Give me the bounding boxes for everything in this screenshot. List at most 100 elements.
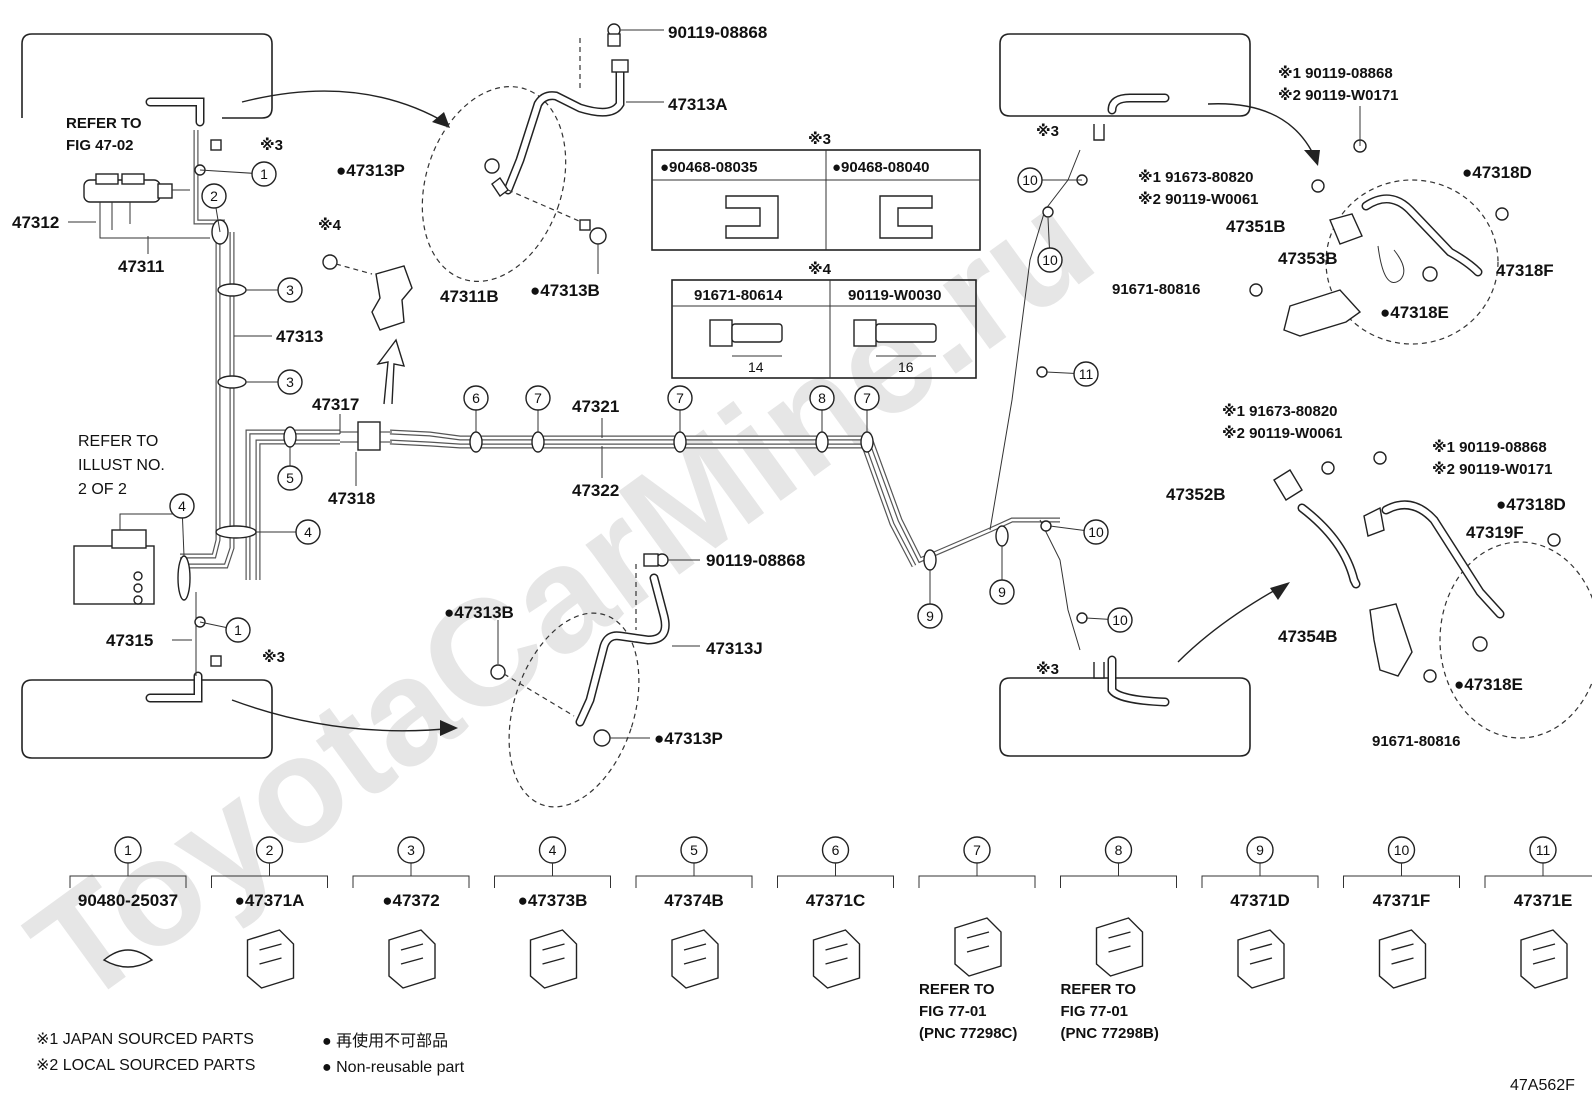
callout-2: 2: [201, 183, 227, 233]
legend: 190480-250372●47371A3●473724●47373B54737…: [69, 836, 1592, 1042]
label-47318E-top: ●47318E: [1380, 303, 1449, 322]
table-3-header: ※3: [808, 130, 831, 148]
mark-3-fr: ※3: [1036, 122, 1059, 140]
legend-part-number: ●47371A: [235, 891, 305, 910]
callout-number: 10: [1112, 612, 1128, 628]
detail-circle-fl: [421, 86, 567, 282]
note-local-sourced: ※2 LOCAL SOURCED PARTS: [36, 1057, 255, 1074]
detail-circle-fr: [1325, 179, 1499, 345]
label-rr-bolt-j1: ※1 90119-08868: [1432, 438, 1547, 456]
legend-part-number: REFER TO: [919, 981, 995, 998]
callout-9: 9: [917, 570, 943, 629]
legend-number: 11: [1536, 842, 1551, 858]
label-47321: 47321: [572, 397, 619, 416]
label-47354B: 47354B: [1278, 627, 1338, 646]
label-rr-clip-j1: ※1 91673-80820: [1222, 402, 1338, 420]
bracket-47311B: [322, 254, 413, 331]
clip-icon: [1237, 929, 1285, 989]
legend-number: 4: [549, 842, 557, 858]
arrow-rr: [1177, 583, 1287, 663]
legend-part-number: 47371C: [806, 891, 866, 910]
clip-icon: [954, 917, 1002, 977]
legend-number: 6: [832, 842, 840, 858]
mark-3-rr: ※3: [1036, 660, 1059, 678]
clip-icon: [388, 929, 436, 989]
label-47322: 47322: [572, 481, 619, 500]
hose-47319F: [1297, 503, 1361, 589]
note-non-reusable-en: ● Non-reusable part: [322, 1059, 465, 1076]
label-47312: 47312: [12, 213, 59, 232]
callout-number: 9: [926, 608, 934, 624]
legend-item-11: 11 47371E: [1484, 836, 1592, 989]
legend-number: 7: [973, 842, 981, 858]
legend-item-2: 2●47371A: [211, 836, 328, 989]
table-3-col2: ●90468-08040: [832, 159, 929, 176]
master-cylinder: [83, 173, 210, 239]
rear-left-wheel-box: [21, 679, 273, 759]
label-91671-80816-top: 91671-80816: [1112, 281, 1200, 298]
legend-item-3: 3●47372: [352, 836, 470, 989]
table-3-col1: ●90468-08035: [660, 159, 757, 176]
legend-part-number: 47371E: [1514, 891, 1573, 910]
clip-icon: [1378, 929, 1427, 989]
callout-10: 10: [1049, 519, 1109, 545]
arrow-fr: [1207, 103, 1317, 161]
front-left-wheel-box: [21, 33, 273, 119]
callout-3: 3: [246, 369, 303, 395]
callout-10: 10: [1085, 607, 1133, 633]
clip-icon: [1520, 929, 1568, 989]
clip-icon: [671, 929, 719, 989]
legend-part-number: 47374B: [664, 891, 724, 910]
detail-circle-rl: [508, 612, 640, 808]
callout-7: 7: [667, 385, 693, 432]
legend-number: 8: [1115, 842, 1123, 858]
label-47313P-bottom: ●47313P: [654, 729, 723, 748]
callout-6: 6: [463, 385, 489, 432]
label-47313A: 47313A: [668, 95, 728, 114]
note-japan-sourced: ※1 JAPAN SOURCED PARTS: [36, 1031, 254, 1048]
junction-block-47317: [340, 421, 392, 451]
mark-3-fl: ※3: [260, 136, 283, 154]
legend-number: 3: [407, 842, 415, 858]
callout-10: 10: [1037, 217, 1063, 273]
clamps: [177, 219, 1009, 601]
callout-7: 7: [854, 385, 880, 432]
abs-actuator: [73, 513, 180, 605]
hose-47313A: [503, 63, 625, 195]
callout-number: 9: [998, 584, 1006, 600]
front-right-wheel-box: [999, 33, 1251, 117]
label-47318E-bottom: ●47318E: [1454, 675, 1523, 694]
refer-illust-2: ILLUST NO.: [78, 457, 165, 474]
brake-pipe-47313: [180, 130, 235, 569]
label-47311B: 47311B: [440, 287, 499, 306]
label-47318D-bottom: ●47318D: [1496, 495, 1566, 514]
label-fr-clip-j2: ※2 90119-W0061: [1138, 190, 1259, 208]
callout-number: 10: [1088, 524, 1104, 540]
label-rr-clip-j2: ※2 90119-W0061: [1222, 424, 1343, 442]
legend-refer-text: FIG 77-01: [919, 1003, 987, 1020]
legend-part-number: 90480-25037: [78, 891, 178, 910]
table-4-dim1: 14: [748, 359, 764, 375]
callout-9: 9: [989, 546, 1015, 605]
legend-item-4: 4●47373B: [494, 836, 611, 989]
callout-number: 5: [286, 470, 294, 486]
label-90119-08868-top: 90119-08868: [668, 23, 767, 42]
clip-icon: [102, 949, 154, 968]
callout-10: 10: [1017, 167, 1082, 193]
front-right-pipe: [989, 149, 1081, 531]
legend-item-6: 6 47371C: [777, 836, 894, 989]
clip-icon: [1095, 917, 1144, 977]
label-47319F: 47319F: [1466, 523, 1524, 542]
figure-code: 47A562F: [1510, 1077, 1575, 1094]
note-non-reusable-jp: ● 再使用不可部品: [322, 1032, 448, 1050]
clip-icon: [529, 929, 578, 989]
clip-icon: [246, 929, 295, 989]
callout-number: 2: [210, 188, 218, 204]
